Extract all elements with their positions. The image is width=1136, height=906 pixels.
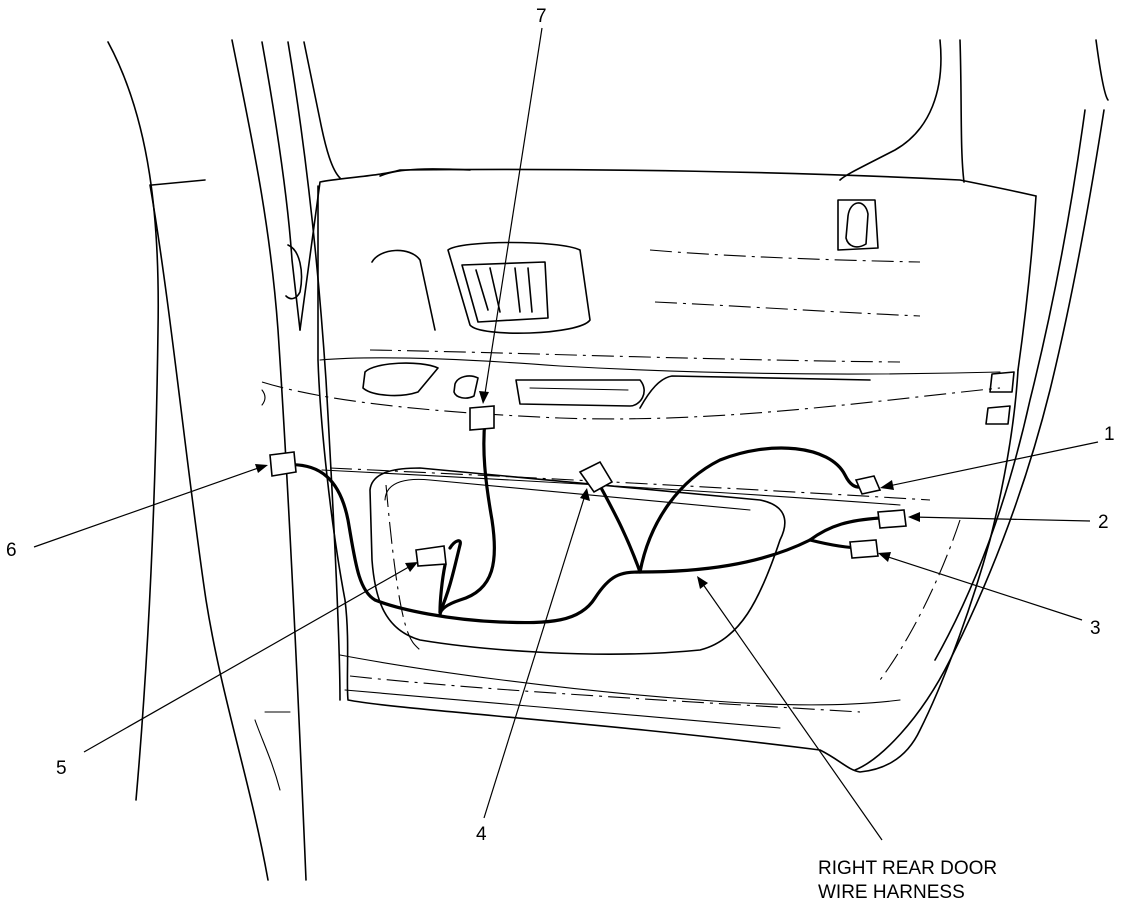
leader-harness <box>699 579 883 841</box>
callout-2: 2 <box>1098 512 1109 533</box>
leader-4 <box>483 491 587 819</box>
connector-1 <box>854 475 882 495</box>
body-frame <box>107 39 341 881</box>
leader-2 <box>911 516 1091 522</box>
harness-label-line2: WIRE HARNESS <box>818 882 965 903</box>
leader-5 <box>83 563 415 753</box>
connector-7 <box>469 405 495 431</box>
callout-6: 6 <box>6 540 17 561</box>
armrest <box>362 199 1015 425</box>
leader-lines <box>33 27 1099 841</box>
leader-7 <box>483 27 543 401</box>
connector-3 <box>849 539 879 559</box>
callout-3: 3 <box>1090 618 1101 639</box>
connector-5 <box>415 545 447 567</box>
leader-3 <box>881 554 1083 621</box>
callout-4: 4 <box>476 824 487 845</box>
connectors <box>269 405 907 567</box>
leader-6 <box>33 465 265 548</box>
callout-5: 5 <box>56 758 67 779</box>
connector-6 <box>269 451 297 477</box>
inner-handle <box>371 241 591 335</box>
callout-7: 7 <box>536 6 547 27</box>
connector-2 <box>877 509 907 529</box>
callout-1: 1 <box>1104 424 1115 445</box>
leader-1 <box>883 441 1099 488</box>
window-frame <box>299 39 1109 771</box>
connector-4 <box>578 460 614 494</box>
wire-harness <box>283 418 882 625</box>
map-pocket <box>369 467 786 655</box>
harness-label-line1: RIGHT REAR DOOR <box>818 858 997 879</box>
